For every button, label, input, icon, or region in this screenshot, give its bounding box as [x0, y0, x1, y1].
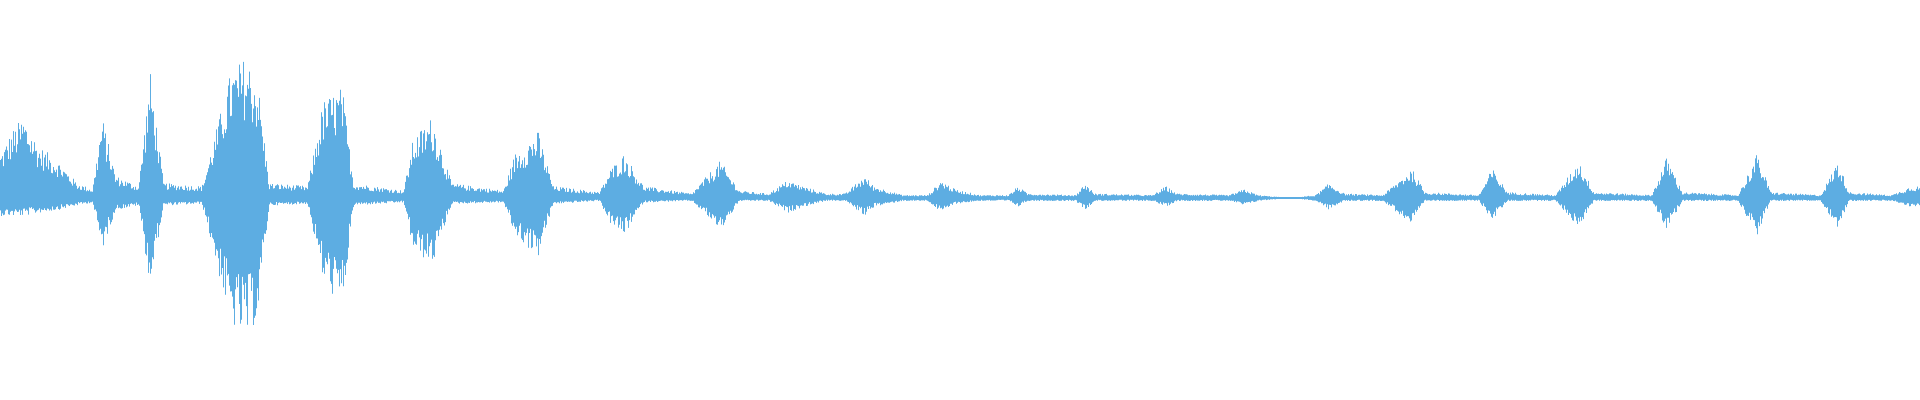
waveform-path: [0, 61, 1920, 325]
waveform-samples: [0, 61, 1920, 325]
